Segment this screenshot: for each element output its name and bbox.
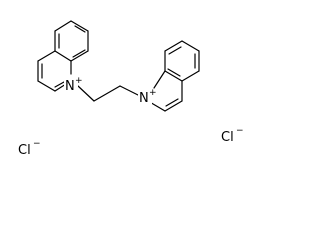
positive-charge: + <box>75 76 83 86</box>
left-nitrogen-atom: N + <box>64 76 83 94</box>
bond <box>37 80 56 92</box>
bond <box>74 25 86 33</box>
bond <box>164 70 183 82</box>
chloride-label: Cl <box>18 143 31 158</box>
nitrogen-label: N <box>139 91 149 106</box>
bond <box>181 40 200 52</box>
bond <box>165 98 179 107</box>
ethylene-bridge <box>77 85 141 102</box>
right-nitrogen-atom: N + <box>138 88 157 106</box>
bond <box>181 70 200 82</box>
bond <box>54 50 72 62</box>
bond <box>77 85 95 102</box>
bond <box>72 49 86 58</box>
chloride-ion-right: Cl − <box>221 126 244 145</box>
chloride-ion-left: Cl − <box>18 139 41 158</box>
nitrogen-label: N <box>65 79 75 94</box>
bond <box>70 50 89 62</box>
right-quinolinium <box>147 40 200 112</box>
bond <box>93 85 121 102</box>
negative-charge: − <box>236 126 244 136</box>
bond <box>164 100 183 112</box>
bond <box>167 68 181 77</box>
bond <box>119 85 141 97</box>
chloride-label: Cl <box>221 130 234 145</box>
negative-charge: − <box>33 139 41 149</box>
bond <box>164 40 183 52</box>
structure-canvas: N + N + Cl − Cl − <box>18 20 244 158</box>
bond <box>37 50 56 62</box>
bond <box>54 20 72 32</box>
bond <box>168 46 182 55</box>
bond <box>70 20 89 32</box>
bond <box>54 81 65 88</box>
positive-charge: + <box>149 88 157 98</box>
bond <box>153 70 166 89</box>
